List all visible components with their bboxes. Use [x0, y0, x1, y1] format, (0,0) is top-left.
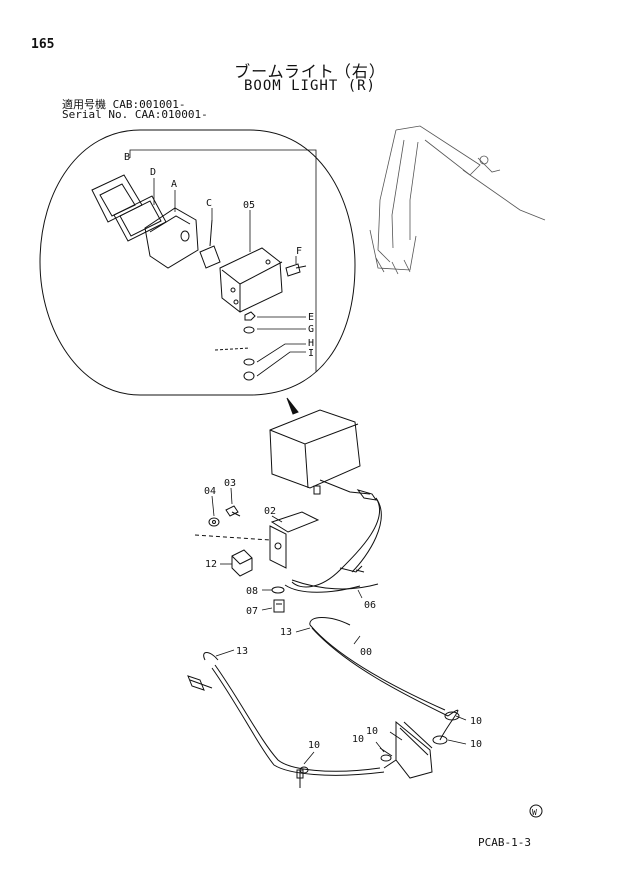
callout-13-lower: 13 [236, 646, 248, 657]
applicable-serial-line: 適用号機 CAB:001001- [62, 98, 186, 111]
callout-c: C [206, 198, 212, 209]
main-leader-lines [211, 487, 467, 765]
callout-13-upper: 13 [280, 627, 292, 638]
callout-f: F [296, 246, 302, 257]
callout-e: E [308, 312, 314, 323]
callout-06: 06 [364, 600, 376, 611]
inset-leader-lines [129, 149, 317, 377]
callout-02: 02 [264, 506, 276, 517]
washer-part-08 [271, 586, 285, 594]
bracket-part-02 [194, 511, 320, 569]
callout-04: 04 [204, 486, 216, 497]
callout-b: B [124, 152, 130, 163]
callout-08: 08 [246, 586, 258, 597]
page-number: 165 [31, 37, 55, 52]
washer-parts-e-g-h-i [214, 311, 256, 381]
screw-part-f [285, 263, 307, 277]
callout-12: 12 [205, 559, 217, 570]
callout-07: 07 [246, 606, 258, 617]
callout-10-center-lower: 10 [352, 734, 364, 745]
page-title-english: BOOM LIGHT (R) [243, 78, 376, 94]
gasket-part-d [113, 195, 167, 242]
callout-05: 05 [243, 200, 255, 211]
watermark-circle [529, 804, 543, 818]
callout-10-center-upper: 10 [366, 726, 378, 737]
callout-00: 00 [360, 647, 372, 658]
harness-part-06 [291, 569, 379, 590]
watermark-mark: W [532, 808, 537, 817]
detail-inset-outline [39, 129, 356, 396]
callout-h: H [308, 338, 314, 349]
main-harness-part-00 [187, 617, 459, 788]
clip-parts-10 [299, 711, 460, 774]
page-title-japanese: ブームライト（右） [234, 62, 386, 81]
bolt-part-03 [225, 505, 241, 517]
lamp-harness [284, 479, 382, 593]
callout-10-right-lower: 10 [470, 739, 482, 750]
lens-frame-part-b [91, 174, 143, 223]
nut-block-part-12 [231, 549, 253, 577]
serial-number-line: Serial No. CAA:010001- [62, 108, 208, 121]
callout-a: A [171, 179, 177, 190]
washer-part-04 [208, 517, 220, 527]
callout-10-right-upper: 10 [470, 716, 482, 727]
callout-g: G [308, 324, 314, 335]
detail-pointer-arrow [286, 397, 299, 415]
callout-i: I [308, 348, 314, 359]
bolt-part-07 [273, 599, 285, 613]
callout-d: D [150, 167, 156, 178]
bulb-part-c [199, 219, 221, 269]
lamp-housing-part-a [144, 207, 199, 269]
callout-10-left: 10 [308, 740, 320, 751]
assembled-lamp [269, 409, 361, 495]
lamp-body-part-05 [219, 247, 283, 313]
callout-labels: B D A C 05 F E G H I 04 03 02 12 08 07 0… [124, 152, 537, 817]
page-code: PCAB-1-3 [478, 836, 531, 849]
callout-03: 03 [224, 478, 236, 489]
excavator-location-sketch [369, 125, 546, 275]
